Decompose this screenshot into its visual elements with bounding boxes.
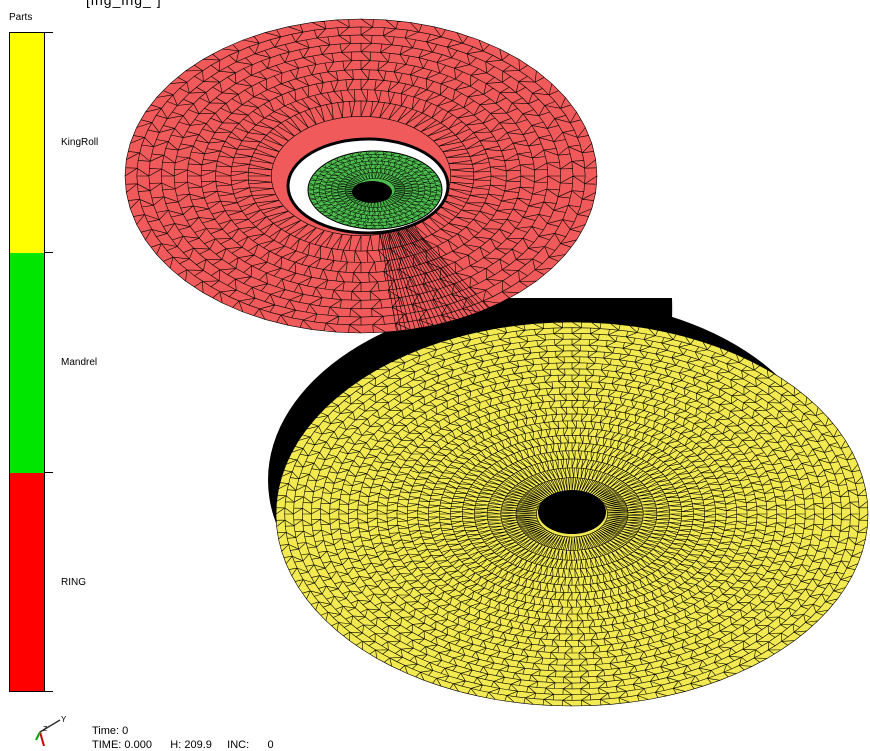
triad-z-axis xyxy=(35,731,41,741)
status-time: Time: 0 xyxy=(92,725,129,737)
kingroll-dense-band xyxy=(379,225,489,332)
status-inc-value: 0 xyxy=(267,739,274,751)
axis-triad: Y Z xyxy=(35,715,67,747)
ring-mesh xyxy=(275,321,869,707)
model-title-fragment: [ing_ing_ ] xyxy=(86,0,286,10)
legend-band-ring xyxy=(10,473,44,691)
legend-label-kingroll: KingRoll xyxy=(61,137,99,148)
legend-tick-top xyxy=(45,32,53,33)
model-title-text: [ing_ing_ ] xyxy=(86,0,162,8)
ring-bore xyxy=(538,490,606,534)
legend-label-ring: RING xyxy=(61,577,86,588)
triad-z-label: Z xyxy=(43,726,48,733)
mandrel-core xyxy=(352,181,392,203)
legend-band-mandrel xyxy=(10,253,44,473)
legend-label-mandrel: Mandrel xyxy=(61,357,98,368)
status-time-value: 0.000 xyxy=(124,739,152,751)
status-h-label: H: xyxy=(170,739,182,751)
kingroll-mesh xyxy=(124,18,598,334)
legend-tick-bottom xyxy=(45,691,53,692)
status-line: TIME: 0.000 H: 209.9 INC: 0 xyxy=(92,739,274,751)
status-time-label: TIME: xyxy=(92,739,122,751)
status-h-value: 209.9 xyxy=(184,739,212,751)
legend-title: Parts xyxy=(9,12,33,23)
parts-legend xyxy=(9,32,45,692)
triad-y-label: Y xyxy=(61,715,67,724)
mandrel-part[interactable] xyxy=(307,150,443,230)
ring-part[interactable] xyxy=(268,298,869,707)
legend-tick-2 xyxy=(45,472,53,473)
legend-band-kingroll xyxy=(10,33,44,253)
ring-mesh-lines xyxy=(275,321,869,707)
triad-y-axis xyxy=(39,719,61,733)
kingroll-mesh-lines xyxy=(124,18,598,334)
status-inc-label: INC: xyxy=(227,739,250,751)
triad-x-axis xyxy=(39,731,45,747)
legend-tick-1 xyxy=(45,252,53,253)
